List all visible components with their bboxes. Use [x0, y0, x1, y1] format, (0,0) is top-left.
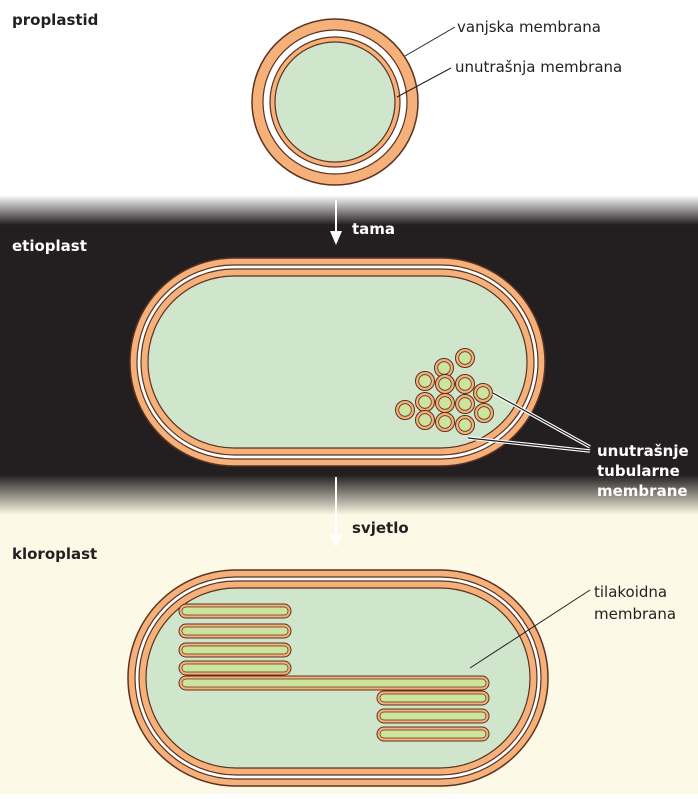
inner-membrane-leader [396, 67, 452, 98]
tubule-lumen [458, 377, 472, 391]
thylakoid-lumen [181, 645, 289, 655]
arrow-to-chloroplast [330, 477, 342, 548]
label-proplastid: proplastid [12, 11, 98, 29]
tubular-leader-lower [467, 437, 591, 452]
label-thylakoid-line2: membrana [594, 605, 676, 623]
tubule-lumen [438, 396, 452, 410]
thylakoid-lumen [181, 606, 289, 616]
thylakoid-lumen [379, 693, 487, 703]
thylakoid-lumen [181, 678, 487, 688]
thylakoid-lumen [379, 729, 487, 739]
tubule-lumen [458, 351, 472, 365]
arrow-head [330, 231, 342, 245]
thylakoid-lumen [379, 711, 487, 721]
prolamellar-body [395, 348, 494, 435]
tubule-lumen [418, 413, 432, 427]
outer-membrane-leader [404, 26, 456, 57]
tubule-lumen [458, 418, 472, 432]
thylakoid-lumen [181, 663, 289, 673]
arrow-head [330, 534, 342, 548]
label-inner-membrane: unutrašnja membrana [455, 58, 622, 76]
label-tubular-line1: unutrašnje [597, 442, 689, 460]
etioplast-organelle [129, 257, 546, 467]
thylakoid-system [178, 603, 490, 742]
tubular-leader-upper [492, 392, 591, 448]
label-dark: tama [352, 220, 395, 238]
background-fade-dark-top [0, 195, 698, 225]
tubule-lumen [418, 374, 432, 388]
label-chloroplast: kloroplast [12, 545, 97, 563]
tubule-lumen [476, 386, 490, 400]
proplastid-stroma [274, 41, 396, 163]
label-tubular-line2: tubularne [597, 462, 680, 480]
background-fade-dark-bottom [0, 475, 698, 515]
thylakoid-lumen [181, 626, 289, 636]
tubular-membrane-leaders [467, 391, 591, 453]
label-thylakoid-line1: tilakoidna [594, 583, 667, 601]
tubule-lumen [477, 406, 491, 420]
label-etioplast: etioplast [12, 237, 87, 255]
label-light: svjetlo [352, 519, 409, 537]
tubule-lumen [437, 361, 451, 375]
label-outer-membrane: vanjska membrana [457, 18, 601, 36]
tubule-lumen [438, 415, 452, 429]
proplastid-organelle [251, 18, 419, 186]
tubule-lumen [398, 403, 412, 417]
label-tubular-line3: membrane [597, 482, 688, 500]
thylakoid-leader [469, 589, 591, 669]
tubule-lumen [438, 377, 452, 391]
tubule-lumen [418, 395, 432, 409]
tubule-lumen [458, 397, 472, 411]
arrow-to-etioplast [330, 200, 342, 245]
